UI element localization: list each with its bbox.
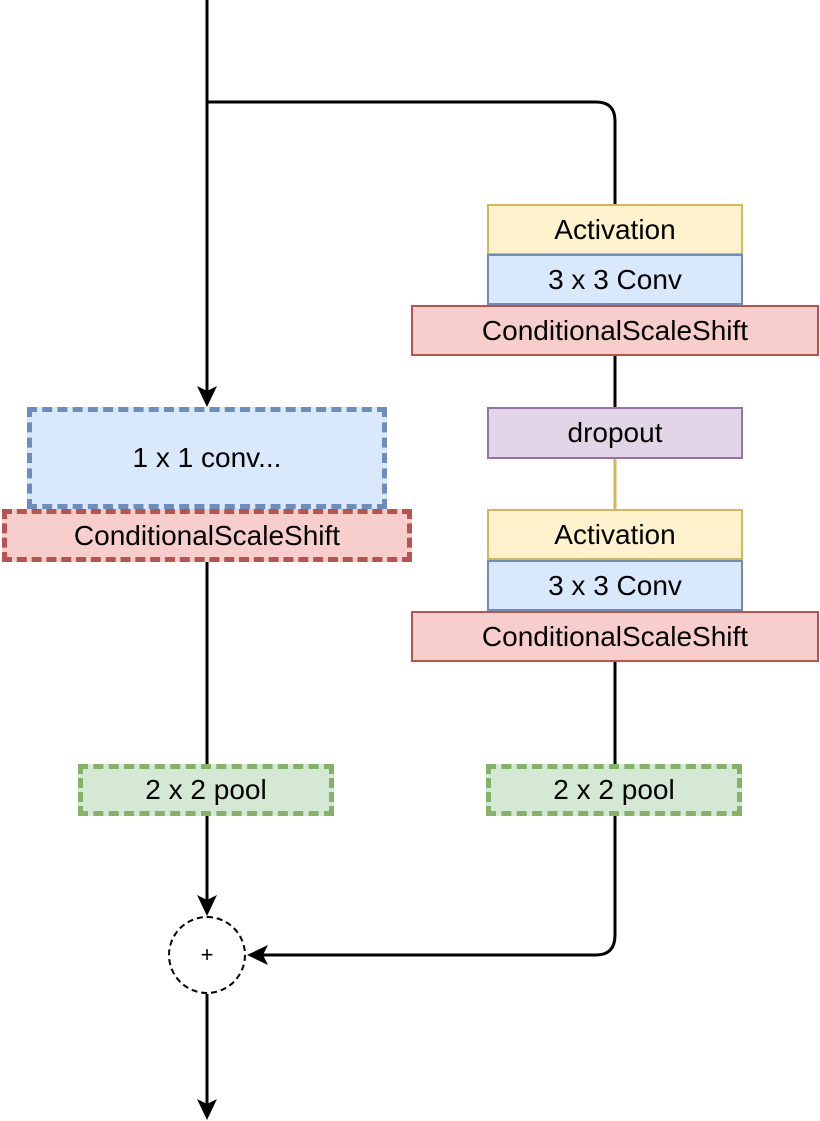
scale-shift-node-left-label: ConditionalScaleShift: [73, 519, 341, 551]
conv3x3-node-1-label: 3 x 3 Conv: [548, 263, 682, 295]
conv3x3-node-1: 3 x 3 Conv: [487, 254, 743, 305]
scale-shift-node-left: ConditionalScaleShift: [2, 509, 412, 562]
conv1x1-node-label: 1 x 1 conv...: [132, 442, 282, 473]
pool-node-left: 2 x 2 pool: [78, 764, 334, 816]
block2-to-sum-edge: [258, 662, 617, 957]
arrowhead-output: [197, 1099, 217, 1120]
scale-shift-node-1: ConditionalScaleShift: [411, 305, 819, 356]
activation-node-1-label: Activation: [554, 213, 676, 245]
pool-node-left-label: 2 x 2 pool: [145, 774, 267, 805]
conv1x1-node: 1 x 1 conv...: [27, 407, 387, 509]
arrowhead-into-conv: [197, 386, 217, 407]
pool-node-right: 2 x 2 pool: [486, 764, 742, 816]
activation-node-1: Activation: [487, 204, 743, 255]
activation-node-2-label: Activation: [554, 518, 676, 550]
scale-shift-node-2-label: ConditionalScaleShift: [481, 620, 749, 652]
dropout-node-label: dropout: [567, 417, 663, 448]
conv3x3-node-2-label: 3 x 3 Conv: [548, 569, 682, 601]
pool-node-right-label: 2 x 2 pool: [553, 774, 675, 805]
activation-node-2: Activation: [487, 509, 743, 560]
arrowhead-into-sum-top: [197, 895, 217, 916]
scale-shift-node-2: ConditionalScaleShift: [411, 611, 819, 662]
sum-node: +: [168, 916, 246, 994]
conv3x3-node-2: 3 x 3 Conv: [487, 560, 743, 611]
arrowhead-into-sum-right: [247, 945, 268, 965]
sum-node-label: +: [200, 942, 214, 967]
residual-branch-edge: [207, 100, 617, 205]
scale-shift-node-1-label: ConditionalScaleShift: [481, 314, 749, 346]
dropout-node: dropout: [487, 407, 743, 459]
